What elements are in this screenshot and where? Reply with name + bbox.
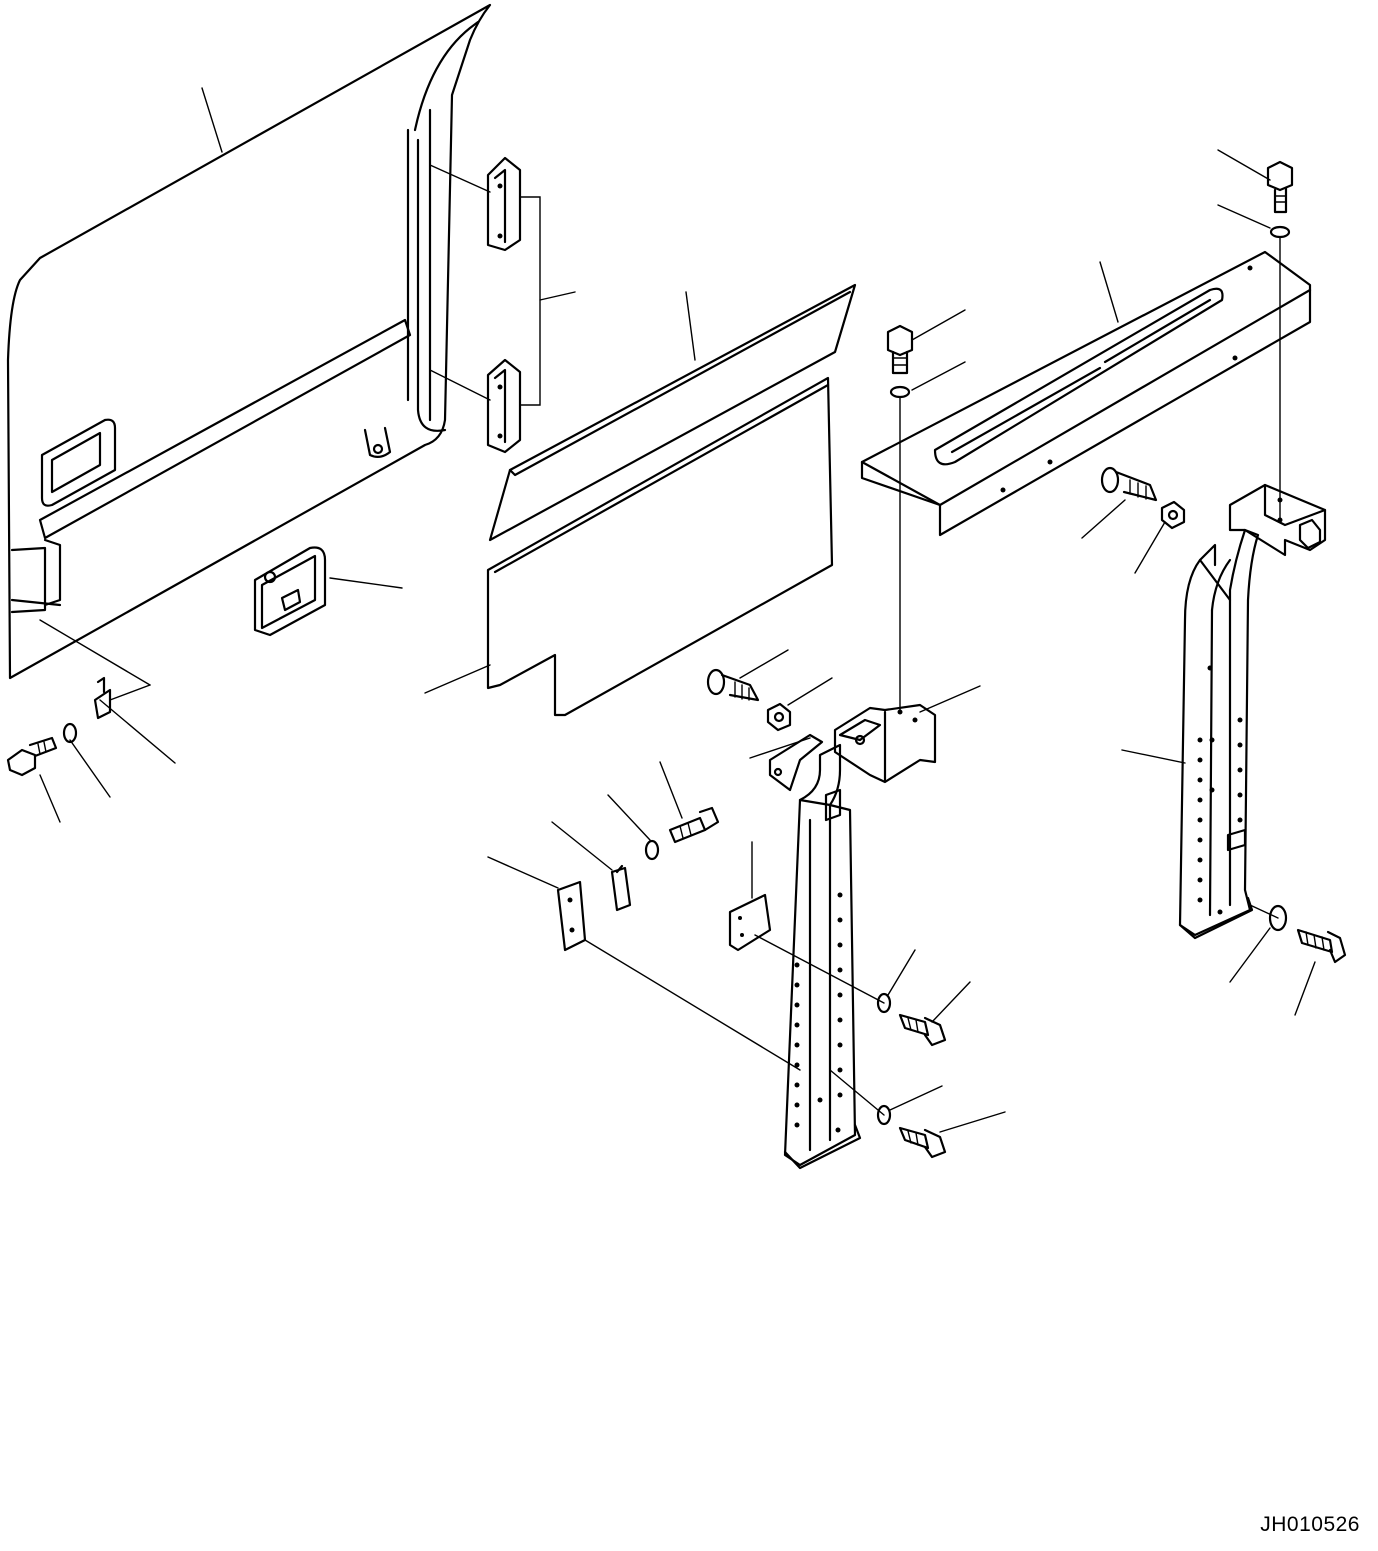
hinge-upper <box>488 158 520 250</box>
washer-left <box>64 724 76 742</box>
nut-center <box>768 704 790 730</box>
hinge-group-bracket <box>520 197 540 405</box>
washer-right-lower <box>1270 906 1286 930</box>
leader-lines <box>40 88 1315 1132</box>
washer-post-lower <box>878 1106 890 1124</box>
bolt-top-right <box>1268 162 1292 212</box>
center-post <box>770 735 860 1168</box>
insulation-panel-lower <box>488 378 832 715</box>
door-latch <box>255 548 325 636</box>
door-panel <box>8 5 490 678</box>
assembly-line-right-lower <box>1250 905 1278 918</box>
bolt-left <box>8 738 56 775</box>
right-post-bracket <box>1230 485 1325 555</box>
bolt-post-upper <box>900 1015 945 1045</box>
nut-right <box>1162 502 1184 528</box>
bolt-post-lower <box>900 1128 945 1157</box>
washer-center-small <box>646 841 658 859</box>
right-post <box>1180 530 1258 938</box>
center-post-holes <box>794 892 843 1133</box>
flange-bolt-right <box>1102 468 1156 500</box>
drawing-number: JH010526 <box>1260 1513 1360 1536</box>
washer-post-upper <box>878 994 890 1012</box>
small-plate <box>730 895 770 950</box>
center-post-bracket <box>835 705 935 782</box>
striker-bracket-center <box>558 866 630 950</box>
door-striker <box>40 620 150 718</box>
upper-rail <box>862 252 1310 535</box>
bolt-top-center <box>888 326 912 373</box>
assembly-line-striker <box>585 940 800 1070</box>
flange-bolt-center <box>708 670 758 700</box>
hinge-lower <box>488 360 520 452</box>
assembly-line-plate <box>755 935 884 1003</box>
insulation-panel-upper <box>490 285 855 540</box>
washer-top-right <box>1271 227 1289 237</box>
bolt-right-lower <box>1298 930 1345 962</box>
right-post-holes <box>1197 665 1243 915</box>
bolt-center-small <box>670 808 718 842</box>
assembly-line-post <box>830 1070 884 1115</box>
washer-top-center <box>891 387 909 397</box>
